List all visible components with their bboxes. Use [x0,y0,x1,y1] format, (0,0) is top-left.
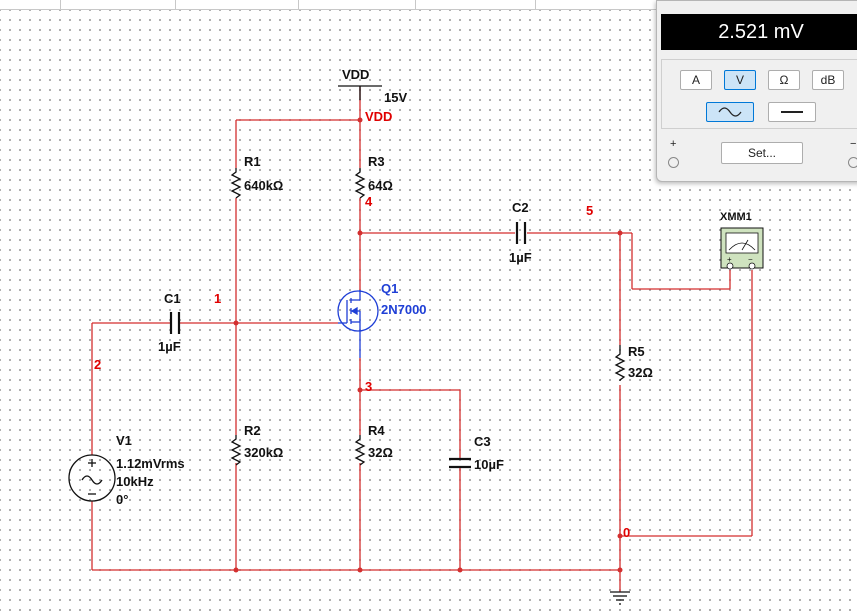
resistor-r3[interactable] [354,168,366,199]
ac-voltage-source-v1[interactable] [68,454,116,502]
db-button[interactable]: dB [812,70,844,90]
plus-terminal-label: + [670,138,677,150]
xmm-minus-mark: − [748,255,753,264]
sine-wave-icon [718,107,742,117]
r2-value: 320kΩ [244,445,283,460]
junction-dots [233,117,623,573]
amps-button[interactable]: A [680,70,712,90]
vdd-value: 15V [384,90,407,105]
r5-name: R5 [628,344,645,359]
v1-frequency: 10kHz [116,474,154,489]
ruler-tick [60,0,61,9]
multimeter-xmm1-icon[interactable]: + − [720,227,764,270]
r4-value: 32Ω [368,445,393,460]
vdd-label: VDD [342,67,369,82]
c3-value: 10µF [474,457,504,472]
minus-terminal-label: − [850,138,857,150]
capacitor-c1[interactable] [169,312,181,334]
xmm1-label: XMM1 [720,211,752,223]
node-4-label: 4 [365,194,373,209]
c2-value: 1µF [509,250,532,265]
c3-name: C3 [474,434,491,449]
minus-terminal[interactable] [848,157,857,168]
r3-value: 64Ω [368,178,393,193]
r3-name: R3 [368,154,385,169]
node-0-label: 0 [623,525,630,540]
node-5-label: 5 [586,203,593,218]
node-1-label: 1 [214,291,221,306]
c1-value: 1µF [158,339,181,354]
c2-name: C2 [512,200,529,215]
resistor-r4[interactable] [354,435,366,466]
v1-amplitude: 1.12mVrms [116,456,185,471]
resistor-r1[interactable] [230,168,242,199]
ruler-tick [535,0,536,9]
q1-name: Q1 [381,281,398,296]
c1-name: C1 [164,291,181,306]
vdd-net-label: VDD [365,109,392,124]
r4-name: R4 [368,423,385,438]
resistor-r5[interactable] [614,345,626,381]
r1-name: R1 [244,154,261,169]
multimeter-panel[interactable]: 2.521 mV A V Ω dB + Set... − [656,0,857,182]
dc-coupling-button[interactable] [768,102,816,122]
v1-phase: 0° [116,492,128,507]
ac-coupling-button[interactable] [706,102,754,122]
xmm-plus-mark: + [727,255,732,264]
capacitor-c3[interactable] [449,457,471,469]
q1-model: 2N7000 [381,302,427,317]
resistor-r2[interactable] [230,435,242,466]
ohms-button[interactable]: Ω [768,70,800,90]
vdd-source-symbol[interactable] [338,85,382,100]
ruler-tick [175,0,176,9]
wires [91,86,753,592]
volts-button[interactable]: V [724,70,756,90]
set-button[interactable]: Set... [721,142,803,164]
r5-value: 32Ω [628,365,653,380]
plus-terminal[interactable] [668,157,679,168]
ruler-tick [298,0,299,9]
r1-value: 640kΩ [244,178,283,193]
node-3-label: 3 [365,379,372,394]
mode-selector-group: A V Ω dB [661,59,857,129]
ruler-tick [415,0,416,9]
v1-name: V1 [116,433,132,448]
dc-line-icon [781,111,803,113]
mosfet-q1[interactable] [337,290,379,358]
ground-icon [610,591,630,605]
r2-name: R2 [244,423,261,438]
top-ruler [0,0,660,10]
node-2-label: 2 [94,357,101,372]
capacitor-c2[interactable] [515,222,527,244]
multimeter-display: 2.521 mV [661,14,857,50]
